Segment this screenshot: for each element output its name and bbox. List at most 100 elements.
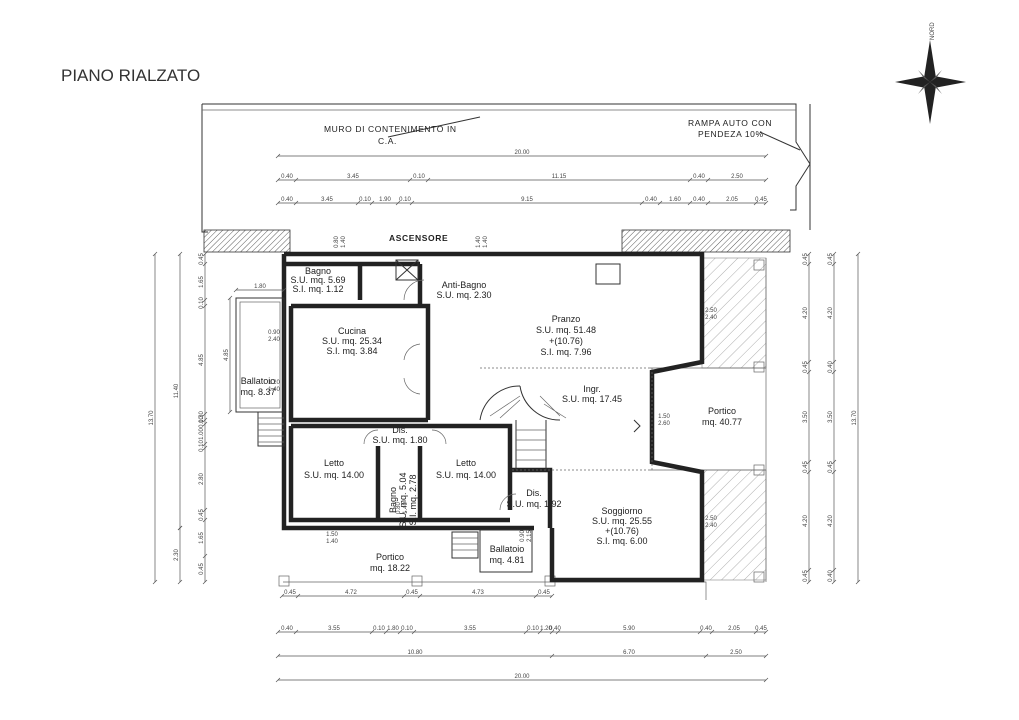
opening-label: 2.40 xyxy=(705,315,717,321)
dim-label: 11.40 xyxy=(174,383,180,398)
north-compass-icon: NORD xyxy=(895,22,966,124)
plan-title: PIANO RIALZATO xyxy=(61,66,200,85)
room-cucina-line: S.I. mq. 3.84 xyxy=(326,346,377,356)
room-ballatoio2-line: Ballatoio xyxy=(490,544,525,554)
dim-label: 0.45 xyxy=(538,590,550,596)
room-dis1-line: S.U. mq. 1.80 xyxy=(372,435,427,445)
opening-label: 0.80 xyxy=(396,502,402,514)
opening-label: 2.60 xyxy=(658,421,670,427)
room-cucina-line: Cucina xyxy=(338,326,366,336)
dim-label: 0.45 xyxy=(755,197,767,203)
dim-label: 0.40 xyxy=(281,626,293,632)
dim-label: 0.40 xyxy=(693,197,705,203)
room-portico_s-line: mq. 18.22 xyxy=(370,563,410,573)
dim-label: 0.40 xyxy=(828,361,834,373)
dim-label: 1.60 xyxy=(669,197,681,203)
dim-label: 6.70 xyxy=(623,650,635,656)
portico-east-north-hatch xyxy=(701,257,767,369)
opening-label: 1.50 xyxy=(658,414,670,420)
dim-label: 1.65 xyxy=(199,276,205,288)
dim-label: 3.55 xyxy=(464,626,476,632)
room-ballatoio2-line: mq. 4.81 xyxy=(489,555,524,565)
dim-label: 0.30 xyxy=(199,411,205,423)
dim-label: 3.50 xyxy=(803,411,809,423)
dim-label: 0.45 xyxy=(199,563,205,575)
room-soggiorno-line: +(10.76) xyxy=(605,526,639,536)
room-bagno1-line: S.U. mq. 5.69 xyxy=(290,275,345,285)
dim-label: 0.10 xyxy=(373,626,385,632)
room-portico_s-line: Portico xyxy=(376,552,404,562)
room-antibagno-line: S.U. mq. 2.30 xyxy=(436,290,491,300)
dim-label: 2.80 xyxy=(199,473,205,485)
room-letto2-line: S.U. mq. 14.00 xyxy=(436,470,496,480)
dim-label: 4.20 xyxy=(803,515,809,527)
dim-label: 0.10 xyxy=(527,626,539,632)
dim-label: 0.40 xyxy=(828,570,834,582)
interior-stair xyxy=(479,385,567,470)
dim-label: 0.45 xyxy=(803,253,809,265)
ingr-outline xyxy=(480,367,653,471)
dim-label: 3.50 xyxy=(828,411,834,423)
dim-label: 4.20 xyxy=(828,307,834,319)
dim-label: 9.15 xyxy=(521,197,533,203)
dim-label: 4.72 xyxy=(345,590,357,596)
dim-top-total: 20.00 xyxy=(275,150,769,159)
room-pranzo-line: S.U. mq. 51.48 xyxy=(536,325,596,335)
note-ascensore: ASCENSORE xyxy=(389,233,448,243)
room-bagno1-line: S.I. mq. 1.12 xyxy=(292,284,343,294)
dim-label: 0.10 xyxy=(199,440,205,452)
dim-label: 3.55 xyxy=(328,626,340,632)
dim-label: 0.40 xyxy=(693,174,705,180)
opening-label: 0.80 xyxy=(334,236,340,248)
dim-right-total: 13.70 xyxy=(852,251,861,585)
room-ingr-line: Ingr. xyxy=(583,384,601,394)
dim-label: 2.30 xyxy=(174,549,180,561)
opening-label: 1.50 xyxy=(326,532,338,538)
dim-label: 0.45 xyxy=(406,590,418,596)
room-portico_e-line: Portico xyxy=(708,406,736,416)
dim-label: 2.50 xyxy=(730,650,742,656)
dim-label: 0.10 xyxy=(199,416,205,428)
dim-ballatoio-h: 4.85 xyxy=(224,295,233,415)
dim-label: 20.00 xyxy=(514,674,530,680)
dim-label: 0.45 xyxy=(199,253,205,265)
room-dis2-line: S.U. mq. 1.92 xyxy=(506,499,561,509)
room-pranzo-line: S.I. mq. 7.96 xyxy=(540,347,591,357)
room-portico_e-line: mq. 40.77 xyxy=(702,417,742,427)
opening-label: 1.40 xyxy=(403,502,409,514)
room-dis1-line: Dis. xyxy=(392,425,408,435)
dim-label: 5.90 xyxy=(623,626,635,632)
room-dis2: Dis.S.U. mq. 1.92 xyxy=(506,488,561,509)
dim-label: 11.15 xyxy=(552,174,567,180)
room-letto1-line: Letto xyxy=(324,458,344,468)
dim-label: 0.45 xyxy=(755,626,767,632)
dim-label: 0.45 xyxy=(803,570,809,582)
dim-label: 1.90 xyxy=(379,197,391,203)
dim-label: 4.85 xyxy=(224,349,230,361)
room-dis2-line: Dis. xyxy=(526,488,542,498)
dim-label: 0.10 xyxy=(359,197,371,203)
ballatoio-west xyxy=(235,297,285,413)
dim-label: 0.10 xyxy=(401,626,413,632)
room-antibagno-line: Anti-Bagno xyxy=(442,280,487,290)
opening-label: 1.40 xyxy=(483,236,489,248)
room-cucina-line: S.U. mq. 25.34 xyxy=(322,336,382,346)
dim-label: 3.45 xyxy=(321,197,333,203)
exterior-steps xyxy=(257,411,533,573)
dim-label: 20.00 xyxy=(514,150,530,156)
dim-right-row1: 0.454.200.453.500.454.200.45 xyxy=(803,251,812,585)
